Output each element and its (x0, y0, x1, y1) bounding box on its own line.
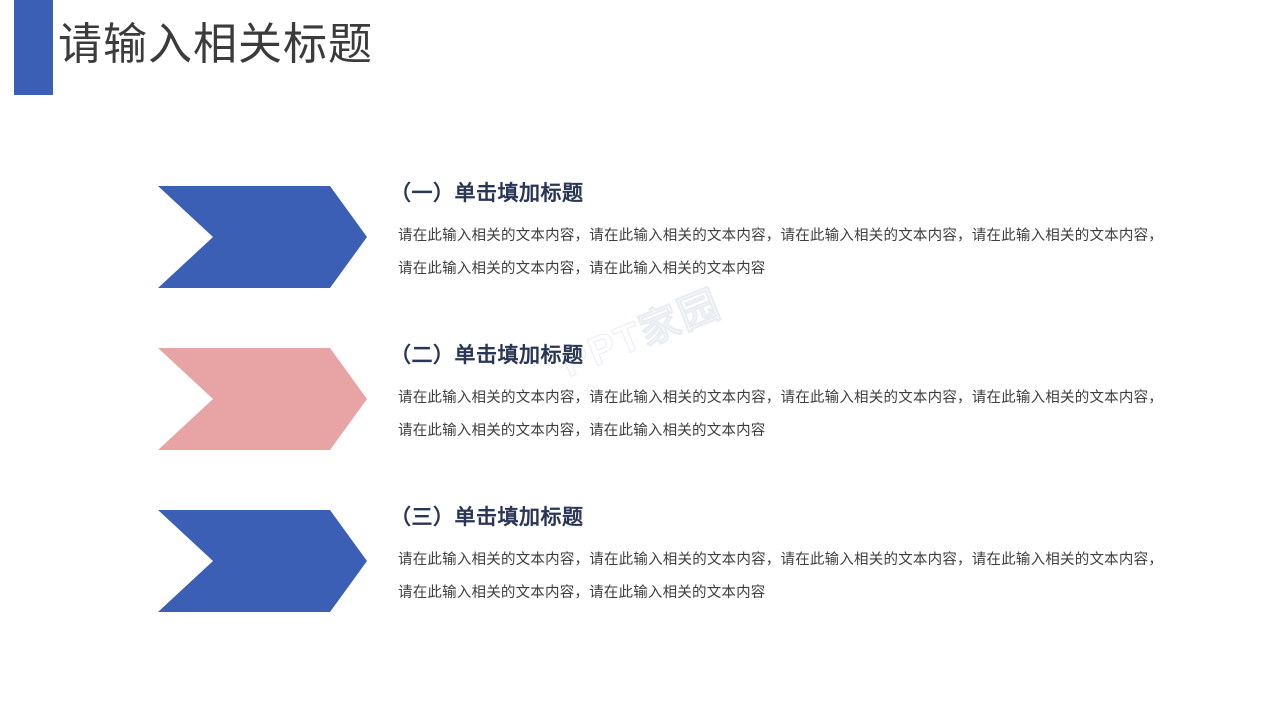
row-text-block-1: （一）单击填加标题 请在此输入相关的文本内容，请在此输入相关的文本内容，请在此输… (390, 178, 1170, 286)
row-text-block-3: （三）单击填加标题 请在此输入相关的文本内容，请在此输入相关的文本内容，请在此输… (390, 502, 1170, 610)
page-title: 请输入相关标题 (58, 20, 373, 69)
slide-title-row: 请输入相关标题 (0, 0, 1280, 110)
chevron-icon-2 (158, 348, 367, 450)
chevron-icon-3 (158, 510, 367, 612)
title-accent-bar (14, 0, 53, 95)
row-heading-1: （一）单击填加标题 (390, 181, 584, 205)
row-text-block-2: （二）单击填加标题 请在此输入相关的文本内容，请在此输入相关的文本内容，请在此输… (390, 340, 1170, 448)
row-heading-2: （二）单击填加标题 (390, 343, 584, 367)
row-body-3: 请在此输入相关的文本内容，请在此输入相关的文本内容，请在此输入相关的文本内容，请… (398, 552, 1163, 601)
row-body-2: 请在此输入相关的文本内容，请在此输入相关的文本内容，请在此输入相关的文本内容，请… (398, 390, 1163, 439)
row-body-1: 请在此输入相关的文本内容，请在此输入相关的文本内容，请在此输入相关的文本内容，请… (398, 228, 1163, 277)
chevron-icon-1 (158, 186, 367, 288)
row-heading-3: （三）单击填加标题 (390, 505, 584, 529)
